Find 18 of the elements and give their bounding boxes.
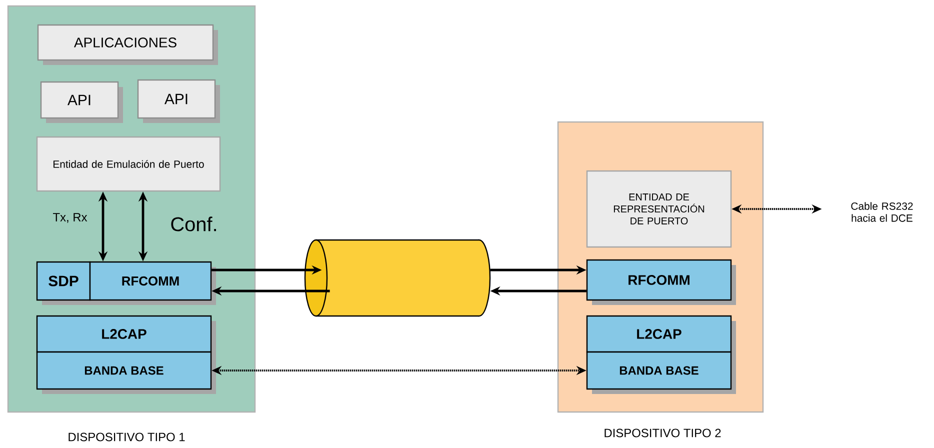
protocol-box: L2CAP <box>586 315 736 357</box>
entity-box: Entidad de Emulación de Puerto <box>36 136 221 192</box>
protocol-box: SDP <box>36 261 95 305</box>
protocol-box: RFCOMM <box>89 261 216 305</box>
layer-box: API <box>137 79 220 123</box>
protocol-box: BANDA BASE <box>36 351 216 394</box>
protocol-box: RFCOMM <box>586 259 736 305</box>
entity-box: ENTIDAD DE REPRESENTACIÓN DE PUERTO <box>586 170 732 248</box>
layer-box: API <box>40 81 123 123</box>
layer-box: APLICACIONES <box>37 24 218 65</box>
cable-cylinder <box>304 239 491 317</box>
edge-label: Tx, Rx <box>53 213 88 223</box>
protocol-box: L2CAP <box>36 315 216 357</box>
edge-label: Conf. <box>171 216 216 232</box>
protocol-box: BANDA BASE <box>586 351 736 394</box>
cable-note: Cable RS232 hacia el DCE <box>851 202 913 222</box>
device-label: DISPOSITIVO TIPO 2 <box>604 428 721 438</box>
device-label: DISPOSITIVO TIPO 1 <box>68 432 185 442</box>
